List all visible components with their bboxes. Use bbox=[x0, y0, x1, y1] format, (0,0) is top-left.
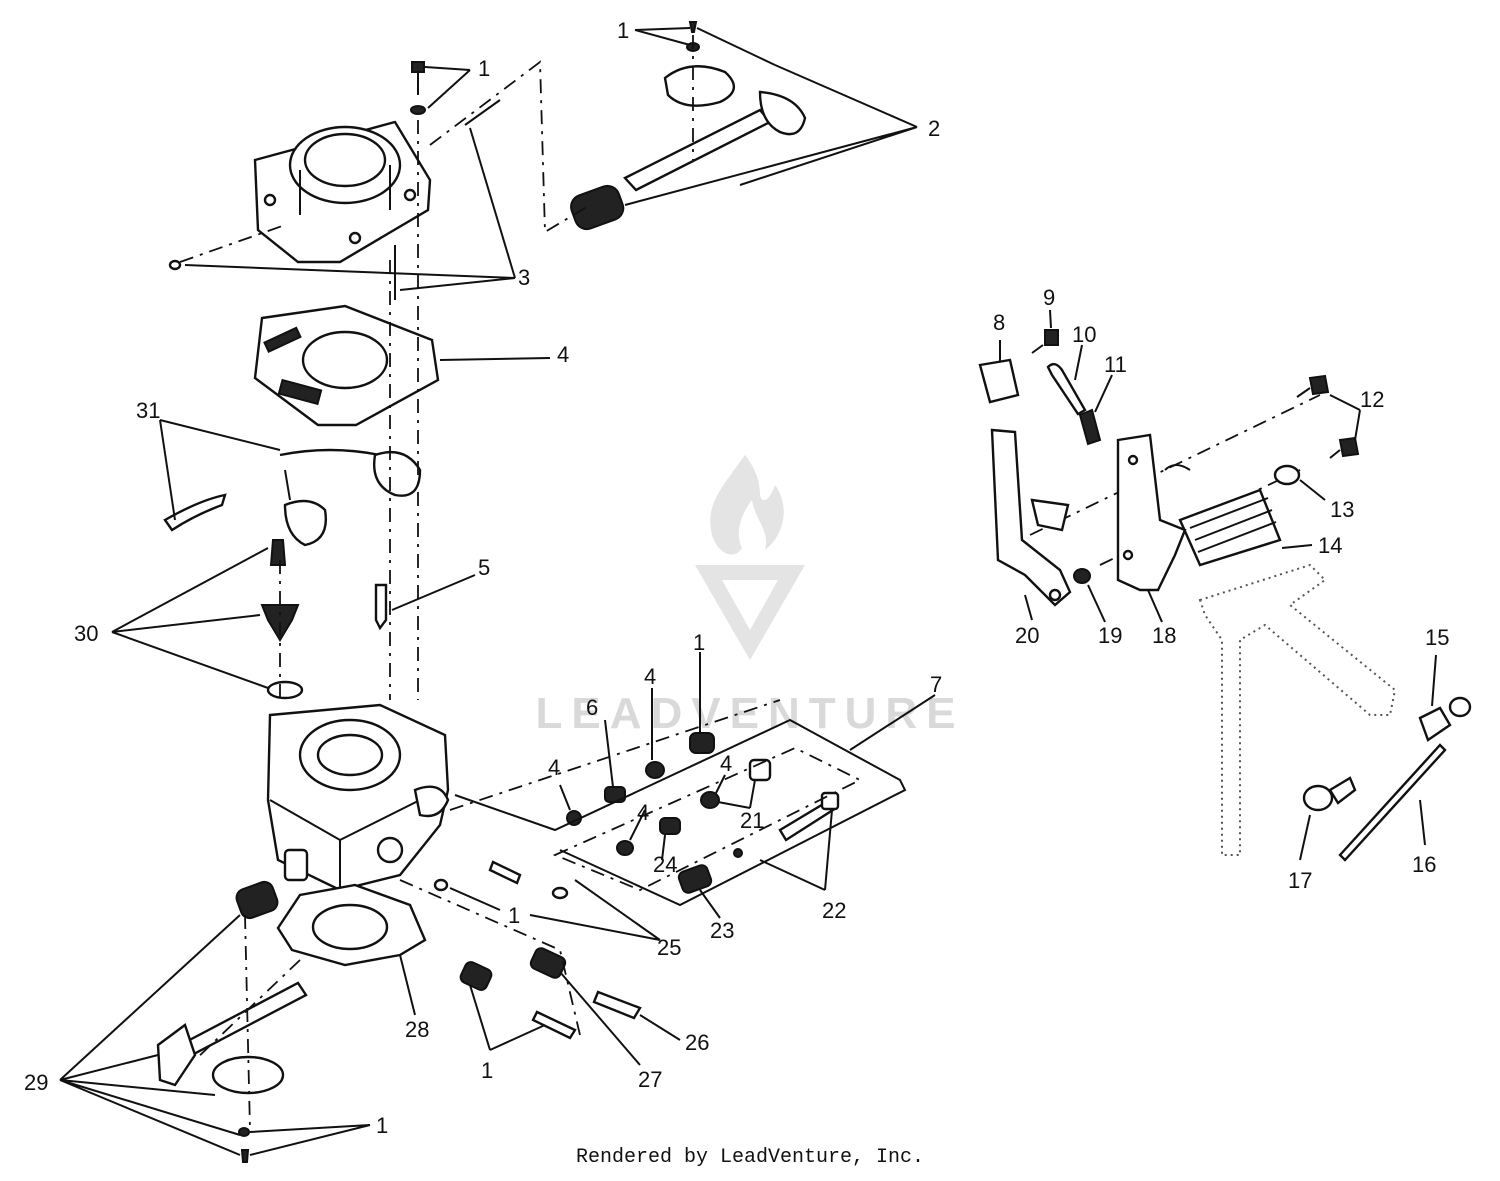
watermark-v-logo bbox=[695, 565, 805, 660]
callout-labels: 1 1 2 3 4 31 5 30 1 4 6 4 7 4 21 4 24 22… bbox=[24, 18, 1449, 1138]
callout-16: 16 bbox=[1412, 852, 1436, 877]
callout-8: 8 bbox=[993, 310, 1005, 335]
pin-5-part bbox=[374, 583, 388, 631]
small-o-ring-part bbox=[433, 878, 449, 892]
callout-27: 27 bbox=[638, 1067, 662, 1092]
callout-4: 4 bbox=[548, 755, 560, 780]
pin-part bbox=[464, 99, 501, 126]
callout-4: 4 bbox=[644, 664, 656, 689]
callout-4: 4 bbox=[720, 751, 732, 776]
callout-15: 15 bbox=[1425, 625, 1449, 650]
leader-lines bbox=[59, 27, 1437, 1156]
o-ring-part bbox=[168, 259, 182, 271]
callout-1: 1 bbox=[617, 18, 629, 43]
callout-28: 28 bbox=[405, 1017, 429, 1042]
callout-13: 13 bbox=[1330, 497, 1354, 522]
callout-23: 23 bbox=[710, 918, 734, 943]
idle-screw-part bbox=[531, 1010, 577, 1040]
callout-1: 1 bbox=[481, 1058, 493, 1083]
render-credit-footer: Rendered by LeadVenture, Inc. bbox=[575, 1146, 925, 1169]
callout-10: 10 bbox=[1072, 322, 1096, 347]
callout-1: 1 bbox=[376, 1113, 388, 1138]
callout-5: 5 bbox=[478, 555, 490, 580]
watermark: LEADVENTURE bbox=[535, 455, 964, 738]
callout-29: 29 bbox=[24, 1070, 48, 1095]
float-part bbox=[163, 448, 422, 547]
callout-6: 6 bbox=[586, 695, 598, 720]
callout-24: 24 bbox=[653, 852, 677, 877]
screw-part bbox=[410, 61, 426, 115]
spring-part-b bbox=[529, 947, 567, 979]
callout-1: 1 bbox=[478, 56, 490, 81]
callout-17: 17 bbox=[1288, 868, 1312, 893]
callout-1: 1 bbox=[508, 903, 520, 928]
callout-3: 3 bbox=[518, 265, 530, 290]
jet-parts bbox=[566, 732, 840, 894]
callout-22: 22 bbox=[822, 898, 846, 923]
choke-shaft-part bbox=[570, 21, 807, 231]
callout-30: 30 bbox=[74, 621, 98, 646]
callout-31: 31 bbox=[136, 398, 160, 423]
callout-1: 1 bbox=[693, 630, 705, 655]
jet-box-inner bbox=[552, 747, 863, 891]
watermark-flame-logo bbox=[710, 455, 784, 555]
air-horn-part bbox=[253, 120, 432, 264]
carburetor-body-part bbox=[266, 703, 450, 892]
callout-26: 26 bbox=[685, 1030, 709, 1055]
spring-part-a bbox=[459, 961, 493, 991]
callout-14: 14 bbox=[1318, 533, 1342, 558]
base-gasket-part bbox=[276, 883, 427, 967]
callout-11: 11 bbox=[1104, 352, 1127, 377]
callout-21: 21 bbox=[740, 808, 764, 833]
callout-25: 25 bbox=[657, 935, 681, 960]
bushing-part bbox=[235, 880, 279, 920]
gasket-part bbox=[253, 304, 440, 427]
callout-4: 4 bbox=[637, 800, 649, 825]
callout-7: 7 bbox=[930, 672, 942, 697]
callout-20: 20 bbox=[1015, 623, 1039, 648]
small-ring-part bbox=[551, 886, 569, 900]
jet-box-outline bbox=[454, 718, 907, 907]
jet-pin-part bbox=[488, 860, 522, 885]
governor-linkage-parts bbox=[978, 329, 1472, 862]
watermark-text: LEADVENTURE bbox=[535, 689, 964, 738]
callout-12: 12 bbox=[1360, 387, 1384, 412]
callout-2: 2 bbox=[928, 116, 940, 141]
throttle-screw-part bbox=[592, 990, 642, 1020]
callout-19: 19 bbox=[1098, 623, 1122, 648]
callout-9: 9 bbox=[1043, 285, 1055, 310]
alignment-lines bbox=[179, 35, 1321, 1131]
needle-seat-part bbox=[260, 539, 304, 700]
callout-18: 18 bbox=[1152, 623, 1176, 648]
throttle-shaft-part bbox=[156, 981, 308, 1163]
callout-4: 4 bbox=[557, 342, 569, 367]
